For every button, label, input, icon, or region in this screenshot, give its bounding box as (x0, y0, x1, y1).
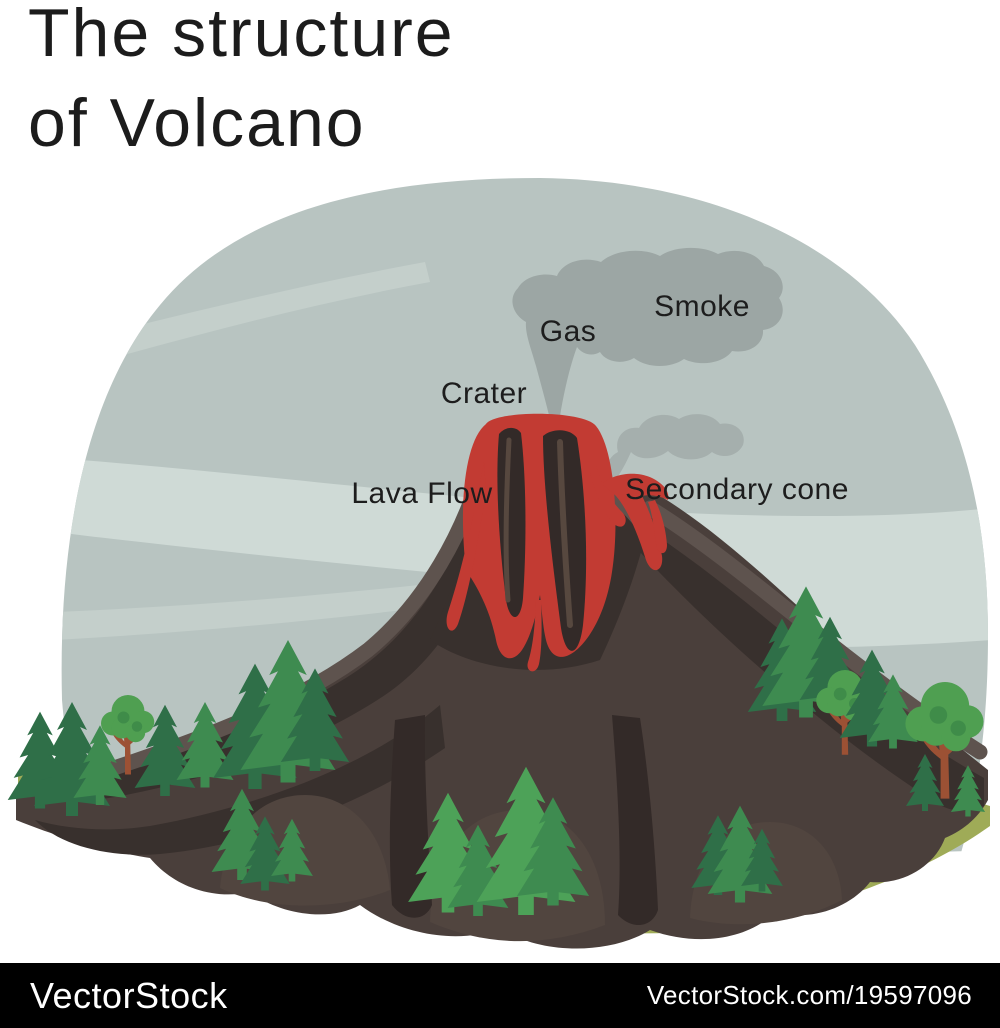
title-line-2: of Volcano (28, 85, 366, 161)
lava-drip-right (590, 466, 626, 527)
smoke-plume (512, 247, 783, 432)
label-gas: Gas (540, 315, 597, 348)
lava-flow-left-edge (446, 462, 486, 631)
title-line-1: The structure (28, 0, 455, 71)
vent-streak-right (557, 439, 573, 628)
vectorstock-logo: VectorStock (30, 974, 228, 1016)
lava-drip-center (527, 600, 542, 672)
label-secondary-cone: Secondary cone (625, 473, 849, 506)
label-lava-flow: Lava Flow (351, 477, 492, 510)
vent-streak-left (503, 437, 512, 603)
label-crater: Crater (441, 377, 527, 410)
image-credit-url: VectorStock.com/19597096 (646, 980, 972, 1010)
watermark-bar: VectorStock VectorStock.com/19597096 (0, 963, 1000, 1028)
sky-band-upper (61, 262, 430, 372)
secondary-cone-lava (602, 473, 669, 571)
base-gully-right (612, 715, 658, 926)
secondary-cone-drip (648, 500, 667, 554)
secondary-smoke-wisp (606, 414, 744, 484)
sky-band-lower-left (61, 580, 468, 640)
label-smoke: Smoke (654, 290, 750, 323)
page-title: The structure of Volcano (28, 0, 455, 168)
